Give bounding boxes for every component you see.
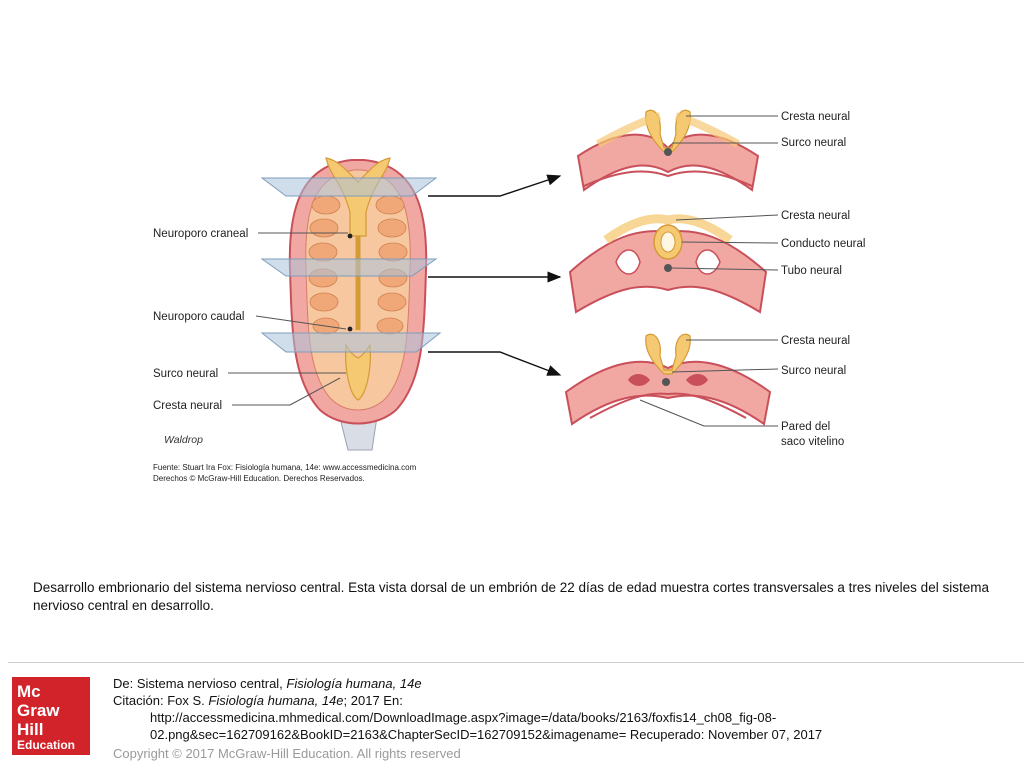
label-s3-pared-line2: saco vitelino — [781, 436, 844, 448]
label-s2-conducto-neural: Conducto neural — [781, 238, 865, 250]
label-neuroporo-craneal: Neuroporo craneal — [153, 228, 248, 240]
label-s1-cresta-neural: Cresta neural — [781, 111, 850, 123]
label-cresta-neural-left: Cresta neural — [153, 400, 222, 412]
citation-url-line1[interactable]: http://accessmedicina.mhmedical.com/Down… — [150, 710, 777, 725]
label-s2-cresta-neural: Cresta neural — [781, 210, 850, 222]
logo-text-hill: Hill — [17, 720, 44, 739]
citation-ref-suffix: ; 2017 En: — [343, 693, 403, 708]
citation-source-title: Fisiología humana, 14e — [286, 676, 422, 691]
label-neuroporo-caudal: Neuroporo caudal — [153, 311, 244, 323]
source-credit-line2: Derechos © McGraw-Hill Education. Derech… — [153, 474, 365, 483]
label-s1-surco-neural: Surco neural — [781, 137, 846, 149]
citation-ref-title: Fisiología humana, 14e — [208, 693, 344, 708]
copyright-notice: Copyright © 2017 McGraw-Hill Education. … — [113, 746, 461, 761]
embryo-figure: Neuroporo craneal Neuroporo caudal Surco… — [153, 109, 865, 483]
label-s3-pared-line1: Pared del — [781, 421, 830, 433]
footer-divider — [8, 662, 1024, 663]
left-leader-lines — [228, 232, 348, 406]
citation-url-line2[interactable]: 02.png&sec=162709162&BookID=2163&Chapter… — [150, 727, 823, 742]
mcgraw-hill-logo: Mc Graw Hill Education — [12, 677, 90, 755]
right-leader-lines — [639, 115, 779, 427]
label-s3-cresta-neural: Cresta neural — [781, 335, 850, 347]
cross-section-3 — [564, 333, 772, 426]
artist-signature: Waldrop — [164, 434, 203, 446]
logo-text-mc: Mc — [17, 682, 41, 701]
citation-ref-line: Citación: Fox S. Fisiología humana, 14e;… — [113, 692, 822, 709]
cross-section-1 — [576, 109, 760, 192]
figure-caption: Desarrollo embrionario del sistema nervi… — [33, 580, 989, 613]
label-surco-neural-left: Surco neural — [153, 368, 218, 380]
embryo-dorsal-view — [260, 157, 442, 451]
citation-ref-prefix: Citación: Fox S. — [113, 693, 209, 708]
source-credit-line1: Fuente: Stuart Ira Fox: Fisiología human… — [153, 463, 417, 472]
citation-source-line: De: Sistema nervioso central, Fisiología… — [113, 675, 822, 692]
logo-text-graw: Graw — [17, 701, 60, 720]
logo-text-education: Education — [17, 738, 76, 752]
label-s2-tubo-neural: Tubo neural — [781, 265, 842, 277]
cross-section-2 — [568, 214, 768, 314]
label-s3-surco-neural: Surco neural — [781, 365, 846, 377]
citation-source-prefix: De: Sistema nervioso central, — [113, 676, 287, 691]
citation-block: De: Sistema nervioso central, Fisiología… — [113, 675, 822, 743]
section-arrows — [428, 174, 562, 376]
